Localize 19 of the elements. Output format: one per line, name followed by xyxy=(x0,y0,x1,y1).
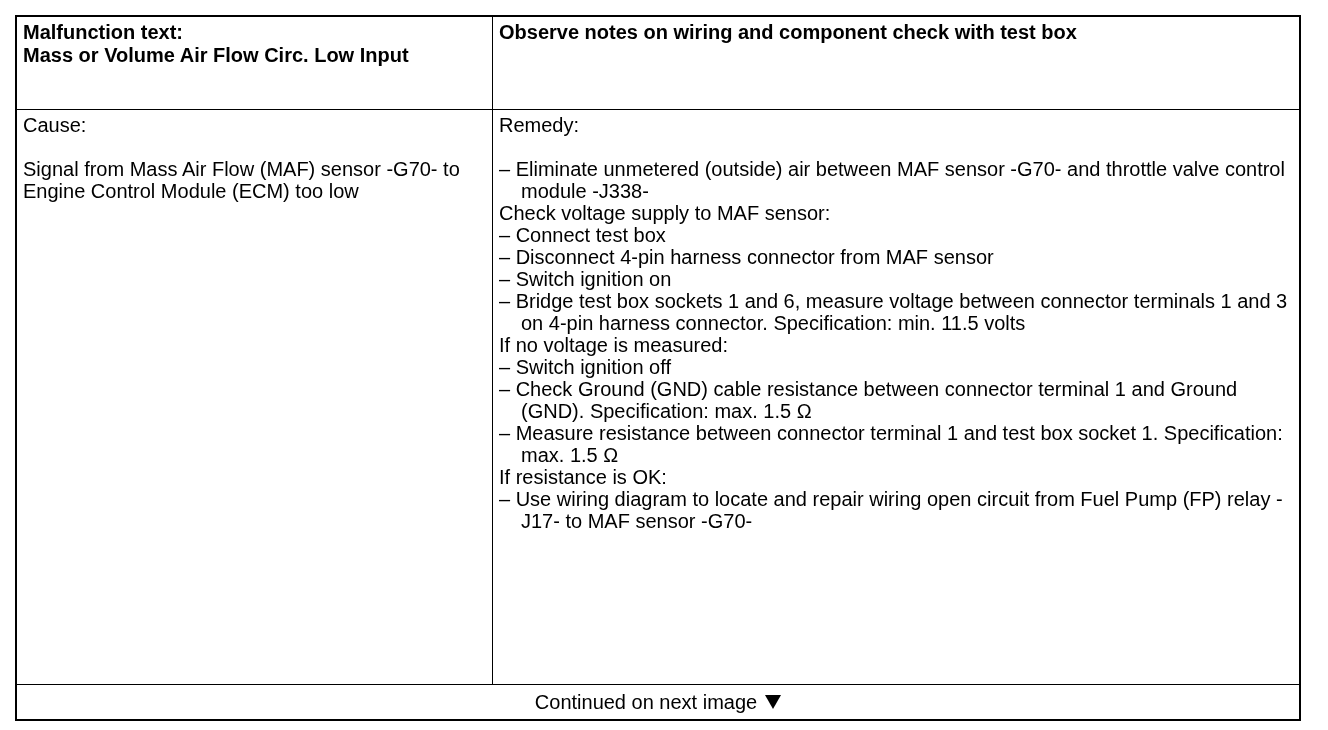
footer-note: Continued on next image xyxy=(534,690,758,714)
header-text: Mass or Volume Air Flow Circ. Low Input xyxy=(23,44,410,67)
header-text: Malfunction text: xyxy=(23,21,184,44)
remedy-step: – Check Ground (GND) cable resistance between connector terminal 1 and Ground (GND). Specification: max. 1.5 Ω xyxy=(499,378,1293,422)
remedy-step: – Switch ignition on xyxy=(499,268,1293,290)
cause-text: Signal from Mass Air Flow (MAF) sensor -G70- to Engine Control Module (ECM) too low xyxy=(23,158,461,202)
remedy-step: – Bridge test box sockets 1 and 6, measure voltage between connector terminals 1 and 3 on 4-pin harness connector. Specification: min. 11.5 volts xyxy=(499,290,1293,334)
remedy-step: Check voltage supply to MAF sensor: xyxy=(499,202,1293,224)
remedy-step: – Eliminate unmetered (outside) air between MAF sensor -G70- and throttle valve control module -J338- xyxy=(499,158,1293,202)
remedy-step: If resistance is OK: xyxy=(499,466,1293,488)
remedy-step: – Switch ignition off xyxy=(499,356,1293,378)
header-text: Observe notes on wiring and component check with test box xyxy=(499,21,1078,44)
remedy-step: – Use wiring diagram to locate and repair wiring open circuit from Fuel Pump (FP) relay -J17- to MAF sensor -G70- xyxy=(499,488,1293,532)
remedy-step: – Measure resistance between connector terminal 1 and test box socket 1. Specification: max. 1.5 Ω xyxy=(499,422,1293,466)
remedy-step: – Disconnect 4-pin harness connector from MAF sensor xyxy=(499,246,1293,268)
remedy-step: If no voltage is measured: xyxy=(499,334,1293,356)
column-heading: Cause: xyxy=(23,114,88,136)
column-heading: Remedy: xyxy=(499,114,581,136)
remedy-step: – Connect test box xyxy=(499,224,1293,246)
